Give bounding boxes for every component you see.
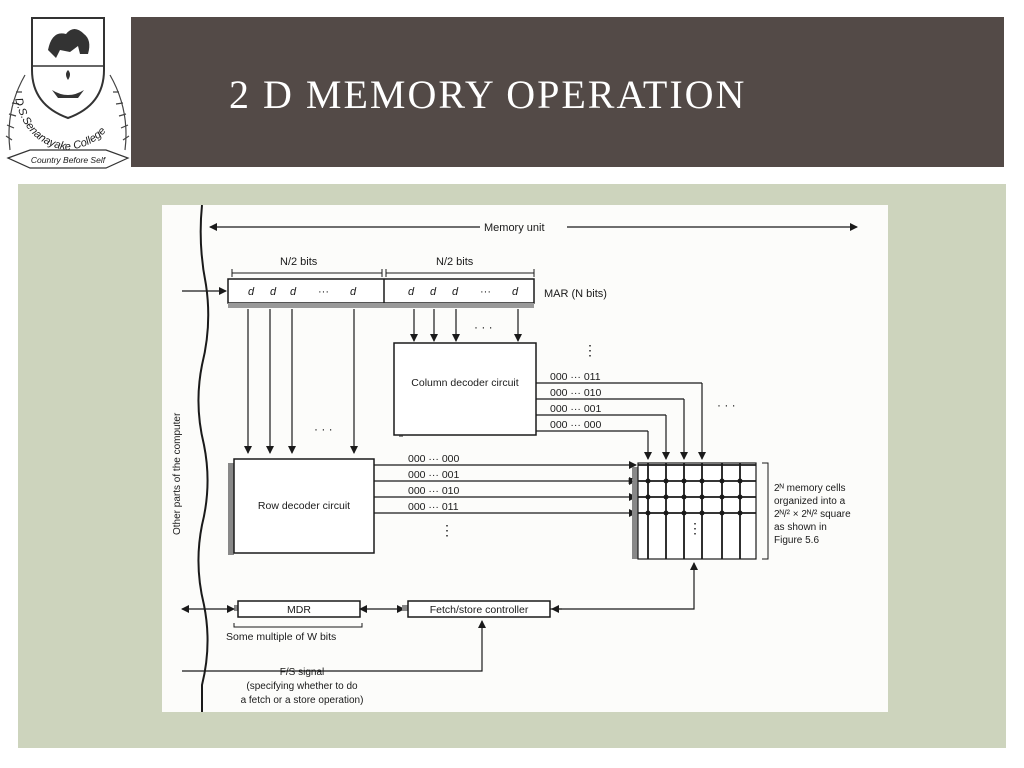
memory-note-line-2: organized into a xyxy=(774,496,846,507)
row-line-label-001: 000 ··· 001 xyxy=(408,469,460,481)
row-addr-ellipsis: · · · xyxy=(314,422,333,436)
memory-grid-shadow xyxy=(632,467,638,559)
mdr-brace xyxy=(233,623,363,628)
title-bar: 2 D MEMORY OPERATION xyxy=(131,17,1004,167)
row-line-label-011: 000 ··· 011 xyxy=(408,501,459,513)
memory-cells-brace xyxy=(762,462,769,560)
fs-signal-label: F/S signal xyxy=(280,667,324,678)
memory-note-line-1: 2ᴺ memory cells xyxy=(774,483,846,494)
mar-bit-d6: d xyxy=(430,286,437,298)
mdr-note: Some multiple of W bits xyxy=(226,631,336,643)
memory-diagram-figure: Memory unit Other parts of the computer … xyxy=(162,204,888,712)
memory-cell-grid xyxy=(637,462,757,560)
crest-icon: D.S.Senanayake College Country Before Se… xyxy=(5,17,130,169)
mar-register xyxy=(227,278,535,304)
col-line-label-011: 000 ··· 011 xyxy=(550,371,601,383)
mar-bit-d8: d xyxy=(512,286,519,298)
mar-bit-dots-right: ··· xyxy=(480,286,491,298)
grid-f-marker: F xyxy=(628,477,633,486)
crest-ribbon-text: Country Before Self xyxy=(31,155,107,165)
mdr-label: MDR xyxy=(287,604,311,616)
mar-bit-d7: d xyxy=(452,286,459,298)
col-line-label-000: 000 ··· 000 xyxy=(550,419,602,431)
col-addr-ellipsis: · · · xyxy=(474,320,493,334)
row-decoder-label: Row decoder circuit xyxy=(258,500,350,512)
right-n2-bits-label: N/2 bits xyxy=(436,256,474,268)
memory-note-line-3: 2ᴺ/² × 2ᴺ/² square xyxy=(774,509,851,520)
column-decoder-label: Column decoder circuit xyxy=(411,377,518,389)
controller-to-grid-arrow xyxy=(550,562,698,610)
memory-note-line-4: as shown in xyxy=(774,522,827,533)
mar-bit-d2: d xyxy=(270,286,277,298)
col-line-label-001: 000 ··· 001 xyxy=(550,403,602,415)
grid-vdots: ⋮ xyxy=(688,520,702,536)
mar-bit-d5: d xyxy=(408,286,415,298)
fs-signal-desc-1: (specifying whether to do xyxy=(246,681,358,692)
mar-bit-d1: d xyxy=(248,286,255,298)
college-crest-logo: D.S.Senanayake College Country Before Se… xyxy=(0,0,135,180)
memory-diagram: Memory unit Other parts of the computer … xyxy=(172,204,858,712)
other-parts-label: Other parts of the computer xyxy=(172,412,183,535)
memory-unit-label: Memory unit xyxy=(484,222,545,234)
col-lines-vdots: ⋮ xyxy=(583,342,597,358)
row-line-label-000: 000 ··· 000 xyxy=(408,453,460,465)
memory-note-line-5: Figure 5.6 xyxy=(774,535,819,546)
fetch-store-controller-label: Fetch/store controller xyxy=(430,604,529,616)
row-decoder-box xyxy=(233,458,375,554)
fs-signal-desc-2: a fetch or a store operation) xyxy=(241,695,364,706)
row-output-lines xyxy=(374,461,637,517)
mar-shadow xyxy=(228,303,534,308)
row-line-label-010: 000 ··· 010 xyxy=(408,485,460,497)
slide-title: 2 D MEMORY OPERATION xyxy=(229,72,747,117)
memory-grid-nodes xyxy=(645,478,743,516)
memory-boundary-line xyxy=(197,204,210,712)
mar-bit-dots-left: ··· xyxy=(318,286,329,298)
col-line-label-010: 000 ··· 010 xyxy=(550,387,602,399)
left-n2-bits-label: N/2 bits xyxy=(280,256,318,268)
column-decoder-box xyxy=(393,342,537,436)
row-lines-vdots: ⋮ xyxy=(440,522,454,538)
mar-label: MAR (N bits) xyxy=(544,288,607,300)
mar-bit-d4: d xyxy=(350,286,357,298)
col-lines-ellipsis: · · · xyxy=(717,398,736,412)
row-decoder-shadow xyxy=(228,463,234,555)
mar-bit-d3: d xyxy=(290,286,297,298)
fs-signal-arrow xyxy=(182,620,486,672)
column-output-lines xyxy=(536,382,706,460)
